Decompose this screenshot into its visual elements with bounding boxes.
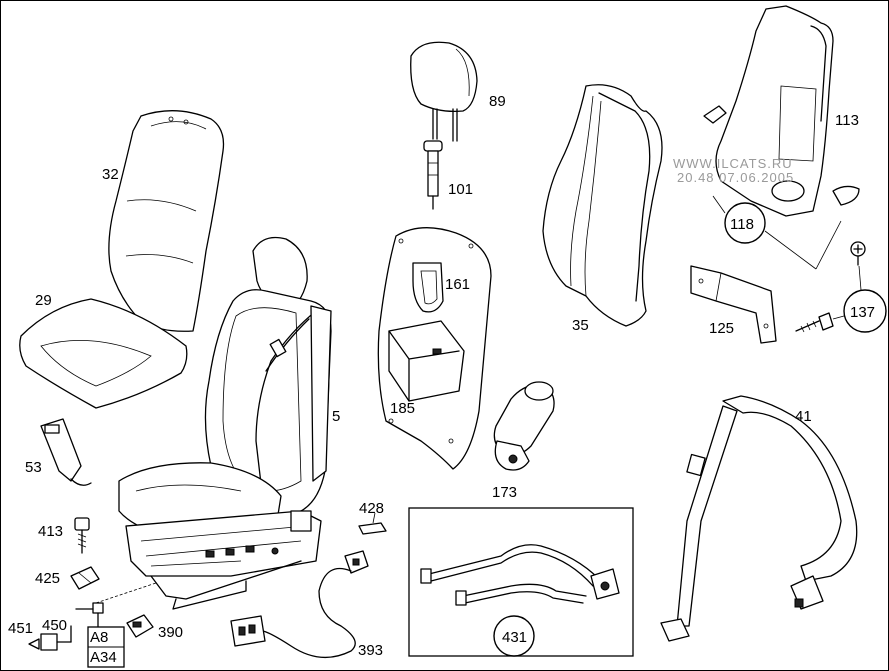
label-5: 5 — [332, 408, 340, 425]
wiring-harness-393[interactable] — [230, 550, 369, 659]
label-137: 137 — [850, 304, 875, 321]
label-428: 428 — [359, 500, 384, 517]
callout-118[interactable] — [712, 195, 842, 270]
backrest-cushion-32[interactable] — [108, 110, 225, 332]
seat-assembly-5[interactable] — [118, 236, 332, 610]
label-29: 29 — [35, 292, 52, 309]
label-161: 161 — [445, 276, 470, 293]
control-module-185[interactable] — [388, 320, 465, 402]
kit-box-431 — [408, 507, 634, 657]
label-a8: A8 — [90, 629, 108, 646]
clip-161[interactable] — [412, 262, 444, 313]
switch-390[interactable] — [126, 614, 154, 638]
headrest-89[interactable] — [410, 41, 478, 142]
part-a8-a34-box — [87, 626, 125, 668]
rear-panel-113[interactable] — [703, 5, 860, 217]
backrest-cover-35[interactable] — [542, 84, 663, 327]
seat-cushion-29[interactable] — [19, 298, 188, 409]
label-89: 89 — [489, 93, 506, 110]
label-185: 185 — [390, 400, 415, 417]
callout-137[interactable] — [832, 265, 887, 333]
label-41: 41 — [795, 408, 812, 425]
label-118: 118 — [730, 216, 754, 233]
watermark-line2: 20.48 07.06.2005 — [677, 170, 794, 185]
label-431: 431 — [502, 629, 527, 646]
label-53: 53 — [25, 459, 42, 476]
clip-425[interactable] — [70, 566, 100, 590]
screw-118[interactable] — [850, 241, 866, 266]
motor-173[interactable] — [493, 381, 555, 471]
label-393: 393 — [358, 642, 383, 659]
callout-431[interactable] — [493, 615, 535, 657]
air-lines-431[interactable] — [420, 544, 620, 606]
clip-428[interactable] — [358, 512, 387, 535]
label-a34: A34 — [90, 649, 117, 666]
belt-buckle-53[interactable] — [40, 418, 92, 486]
guide-sleeve-101[interactable] — [423, 140, 443, 210]
bolt-413[interactable] — [74, 517, 90, 554]
label-35: 35 — [572, 317, 589, 334]
label-390: 390 — [158, 624, 183, 641]
label-413: 413 — [38, 523, 63, 540]
label-450: 450 — [42, 617, 67, 634]
label-113: 113 — [835, 112, 859, 129]
bracket-125[interactable] — [690, 265, 777, 344]
label-173: 173 — [492, 484, 517, 501]
seat-belt-41[interactable] — [660, 395, 858, 642]
watermark-line1: WWW.ILCATS.RU — [673, 156, 793, 171]
screw-137[interactable] — [795, 312, 834, 333]
label-32: 32 — [102, 166, 119, 183]
label-125: 125 — [709, 320, 734, 337]
connector-450-451[interactable] — [28, 602, 104, 651]
watermark: WWW.ILCATS.RU 20.48 07.06.2005 — [673, 156, 794, 185]
label-451: 451 — [8, 620, 33, 637]
label-101: 101 — [448, 181, 473, 198]
label-425: 425 — [35, 570, 60, 587]
